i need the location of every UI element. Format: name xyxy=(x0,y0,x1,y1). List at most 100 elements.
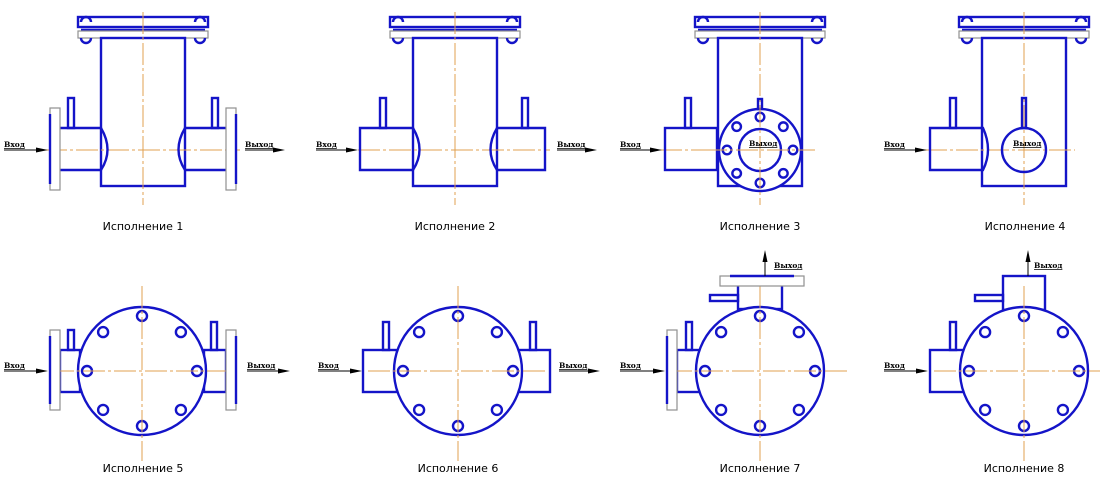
caption-variant-1: Исполнение 1 xyxy=(103,220,184,233)
outlet-nozzle xyxy=(489,126,547,172)
bolt-bottom-icon xyxy=(960,37,974,45)
outlet-label-5: Выход xyxy=(247,361,275,370)
outlet-label-8: Выход xyxy=(1034,261,1062,270)
outlet-label-1: Выход xyxy=(245,140,273,149)
caption-variant-3: Исполнение 3 xyxy=(720,220,801,233)
bolt-top-icon xyxy=(810,15,824,23)
v6-bolt-hole-icon xyxy=(412,403,426,417)
v7-bolt-hole-icon xyxy=(792,325,806,339)
vent-stub xyxy=(684,320,694,352)
v6-bolt-hole-icon xyxy=(412,325,426,339)
bolt-bottom-icon xyxy=(79,37,93,45)
bolt-bottom-icon xyxy=(391,37,405,45)
bolt-bottom-icon xyxy=(696,37,710,45)
caption-variant-6: Исполнение 6 xyxy=(418,462,499,475)
drain-stub xyxy=(520,96,530,130)
outlet-label-2: Выход xyxy=(557,140,585,149)
outlet-flange xyxy=(225,329,237,411)
bolt-top-icon xyxy=(193,15,207,23)
vent-stub xyxy=(683,96,693,130)
inlet-arrow-head xyxy=(36,368,48,374)
caption-variant-8: Исполнение 8 xyxy=(984,462,1065,475)
caption-variant-7: Исполнение 7 xyxy=(720,462,801,475)
inlet-arrow-head xyxy=(36,147,48,153)
v6-bolt-hole-icon xyxy=(490,403,504,417)
v5-bolt-hole-icon xyxy=(96,325,110,339)
v7-bolt-hole-icon xyxy=(714,403,728,417)
inlet-label-5: Вход xyxy=(4,361,25,370)
drain-stub xyxy=(528,320,538,352)
bolt-top-icon xyxy=(79,15,93,23)
bolt-bottom-icon xyxy=(505,37,519,45)
outlet-arrow-head xyxy=(273,147,285,153)
v7-bolt-hole-icon xyxy=(792,403,806,417)
outlet-flange xyxy=(719,275,805,287)
inlet-label-2: Вход xyxy=(316,140,337,149)
v7-bolt-hole-icon xyxy=(714,325,728,339)
inlet-label-6: Вход xyxy=(318,361,339,370)
inlet-label-3: Вход xyxy=(620,140,641,149)
v8-bolt-hole-icon xyxy=(978,403,992,417)
inlet-arrow-head xyxy=(650,147,662,153)
drain-stub xyxy=(708,293,740,303)
inlet-nozzle xyxy=(358,126,421,172)
v5-bolt-hole-icon xyxy=(96,403,110,417)
drain-stub xyxy=(1020,96,1028,130)
bolt-top-icon xyxy=(696,15,710,23)
inlet-flange xyxy=(666,329,678,411)
bolt-bottom-icon xyxy=(1074,37,1088,45)
outlet-flange-bolt-hole-icon xyxy=(731,121,743,133)
inlet-arrow-head xyxy=(346,147,358,153)
caption-variant-4: Исполнение 4 xyxy=(985,220,1066,233)
inlet-label-4: Вход xyxy=(884,140,905,149)
outlet-label-3: Выход xyxy=(749,139,777,148)
vent-stub xyxy=(66,328,76,352)
vent-stub xyxy=(66,96,76,130)
outlet-arrow-head xyxy=(1025,250,1031,262)
vent-stub xyxy=(948,96,958,130)
outlet-flange-bolt-hole-icon xyxy=(777,121,789,133)
v5-bolt-hole-icon xyxy=(174,325,188,339)
inlet-label-8: Вход xyxy=(884,361,905,370)
v6-bolt-hole-icon xyxy=(490,325,504,339)
bolt-top-icon xyxy=(505,15,519,23)
drain-stub xyxy=(973,293,1005,303)
outlet-flange xyxy=(225,107,237,191)
inlet-arrow-head xyxy=(653,368,665,374)
inlet-arrow-head xyxy=(350,368,362,374)
outlet-nozzle xyxy=(177,126,226,172)
inlet-nozzle xyxy=(928,126,990,172)
outlet-flange-bolt-hole-icon xyxy=(777,167,789,179)
vent-stub xyxy=(378,96,388,130)
bolt-top-icon xyxy=(960,15,974,23)
inlet-arrow-head xyxy=(916,368,928,374)
caption-variant-2: Исполнение 2 xyxy=(415,220,496,233)
bolt-top-icon xyxy=(391,15,405,23)
inlet-nozzle xyxy=(663,126,719,172)
inlet-nozzle xyxy=(60,126,109,172)
vent-stub xyxy=(381,320,391,352)
drain-stub xyxy=(209,320,219,352)
v8-bolt-hole-icon xyxy=(978,325,992,339)
outlet-arrow-head xyxy=(762,250,768,262)
drain-stub xyxy=(210,96,220,130)
outlet-label-4: Выход xyxy=(1013,139,1041,148)
vent-stub xyxy=(948,320,958,352)
outlet-arrow-head xyxy=(588,368,600,374)
bolt-bottom-icon xyxy=(810,37,824,45)
caption-variant-5: Исполнение 5 xyxy=(103,462,184,475)
outlet-arrow-head xyxy=(585,147,597,153)
v8-bolt-hole-icon xyxy=(1056,325,1070,339)
outlet-label-6: Выход xyxy=(559,361,587,370)
inlet-label-1: Вход xyxy=(4,140,25,149)
inlet-flange xyxy=(49,329,61,411)
outlet-flange-bolt-hole-icon xyxy=(731,167,743,179)
bolt-bottom-icon xyxy=(193,37,207,45)
outlet-arrow-head xyxy=(278,368,290,374)
outlet-label-7: Выход xyxy=(774,261,802,270)
bolt-top-icon xyxy=(1074,15,1088,23)
v8-bolt-hole-icon xyxy=(1056,403,1070,417)
inlet-label-7: Вход xyxy=(620,361,641,370)
inlet-arrow-head xyxy=(915,147,927,153)
